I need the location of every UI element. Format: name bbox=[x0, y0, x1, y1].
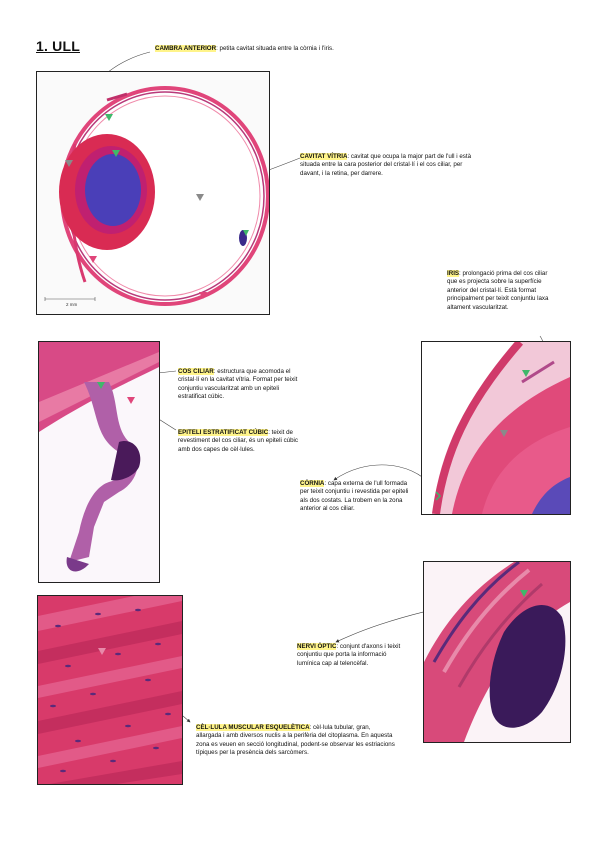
page-title: 1. ULL bbox=[36, 38, 80, 54]
desc-cellula-muscular: : cèl·lula tubular, gran, allargada i am… bbox=[196, 724, 395, 757]
term-cellula-muscular: CÈL·LULA MUSCULAR ESQUELÈTICA bbox=[196, 724, 310, 731]
desc-cambra-anterior: : petita cavitat situada entre la còrnia… bbox=[216, 45, 334, 52]
term-nervi-optic: NERVI ÒPTIC bbox=[297, 643, 337, 650]
annotation-nervi-optic: NERVI ÒPTIC: conjunt d'axons i teixit co… bbox=[297, 643, 407, 668]
term-cavitat-vitria: CAVITAT VÍTRIA bbox=[300, 153, 348, 160]
annotation-epiteli: EPITELI ESTRATIFICAT CÚBIC: teixit de re… bbox=[178, 429, 300, 454]
annotation-cellula-muscular: CÈL·LULA MUSCULAR ESQUELÈTICA: cèl·lula … bbox=[196, 724, 396, 758]
marker-green-icon bbox=[243, 230, 249, 236]
term-epiteli: EPITELI ESTRATIFICAT CÚBIC bbox=[178, 429, 269, 436]
term-cos-ciliar: COS CILIAR bbox=[178, 368, 214, 375]
marker-green-icon bbox=[112, 150, 120, 157]
marker-green-icon bbox=[105, 114, 113, 121]
desc-cornia: : capa externa de l'ull formada per teix… bbox=[300, 480, 409, 513]
desc-epiteli: : teixit de revestiment del cos ciliar, … bbox=[178, 429, 299, 453]
muscle-micrograph bbox=[37, 595, 183, 785]
marker-green-icon bbox=[97, 382, 105, 389]
desc-iris: : prolongació prima del cos ciliar que e… bbox=[447, 270, 549, 311]
desc-cavitat-vitria: : cavitat que ocupa la major part de l'u… bbox=[300, 153, 472, 177]
term-cambra-anterior: CAMBRA ANTERIOR bbox=[155, 45, 217, 52]
term-iris: IRIS bbox=[447, 270, 460, 277]
cornia-micrograph bbox=[421, 341, 571, 515]
marker-pink-icon bbox=[199, 292, 207, 299]
annotation-iris: IRIS: prolongació prima del cos ciliar q… bbox=[447, 270, 559, 312]
annotation-cos-ciliar: COS CILIAR: estructura que acomoda el cr… bbox=[178, 368, 300, 402]
marker-gray-icon bbox=[196, 194, 204, 201]
marker-gray-icon bbox=[65, 160, 73, 167]
eye-micrograph bbox=[36, 71, 270, 315]
term-cornia: CÒRNIA bbox=[300, 480, 325, 487]
annotation-cavitat-vitria: CAVITAT VÍTRIA: cavitat que ocupa la maj… bbox=[300, 153, 480, 178]
marker-pink-icon bbox=[98, 648, 106, 655]
annotation-cornia: CÒRNIA: capa externa de l'ull formada pe… bbox=[300, 480, 416, 514]
desc-nervi-optic: : conjunt d'axons i teixit conjuntiu que… bbox=[297, 643, 401, 667]
marker-pink-icon bbox=[89, 256, 97, 263]
annotation-cambra-anterior: CAMBRA ANTERIOR: petita cavitat situada … bbox=[155, 45, 345, 53]
scalebar-label: 2 mm bbox=[66, 302, 78, 307]
desc-cos-ciliar: : estructura que acomoda el cristal·lí e… bbox=[178, 368, 298, 401]
marker-pink-icon bbox=[127, 397, 135, 404]
nervi-optic-micrograph bbox=[423, 561, 571, 743]
cos-ciliar-micrograph bbox=[38, 341, 160, 583]
marker-green-icon bbox=[520, 590, 528, 597]
marker-green-icon bbox=[522, 370, 530, 377]
marker-gray-icon bbox=[500, 430, 508, 437]
